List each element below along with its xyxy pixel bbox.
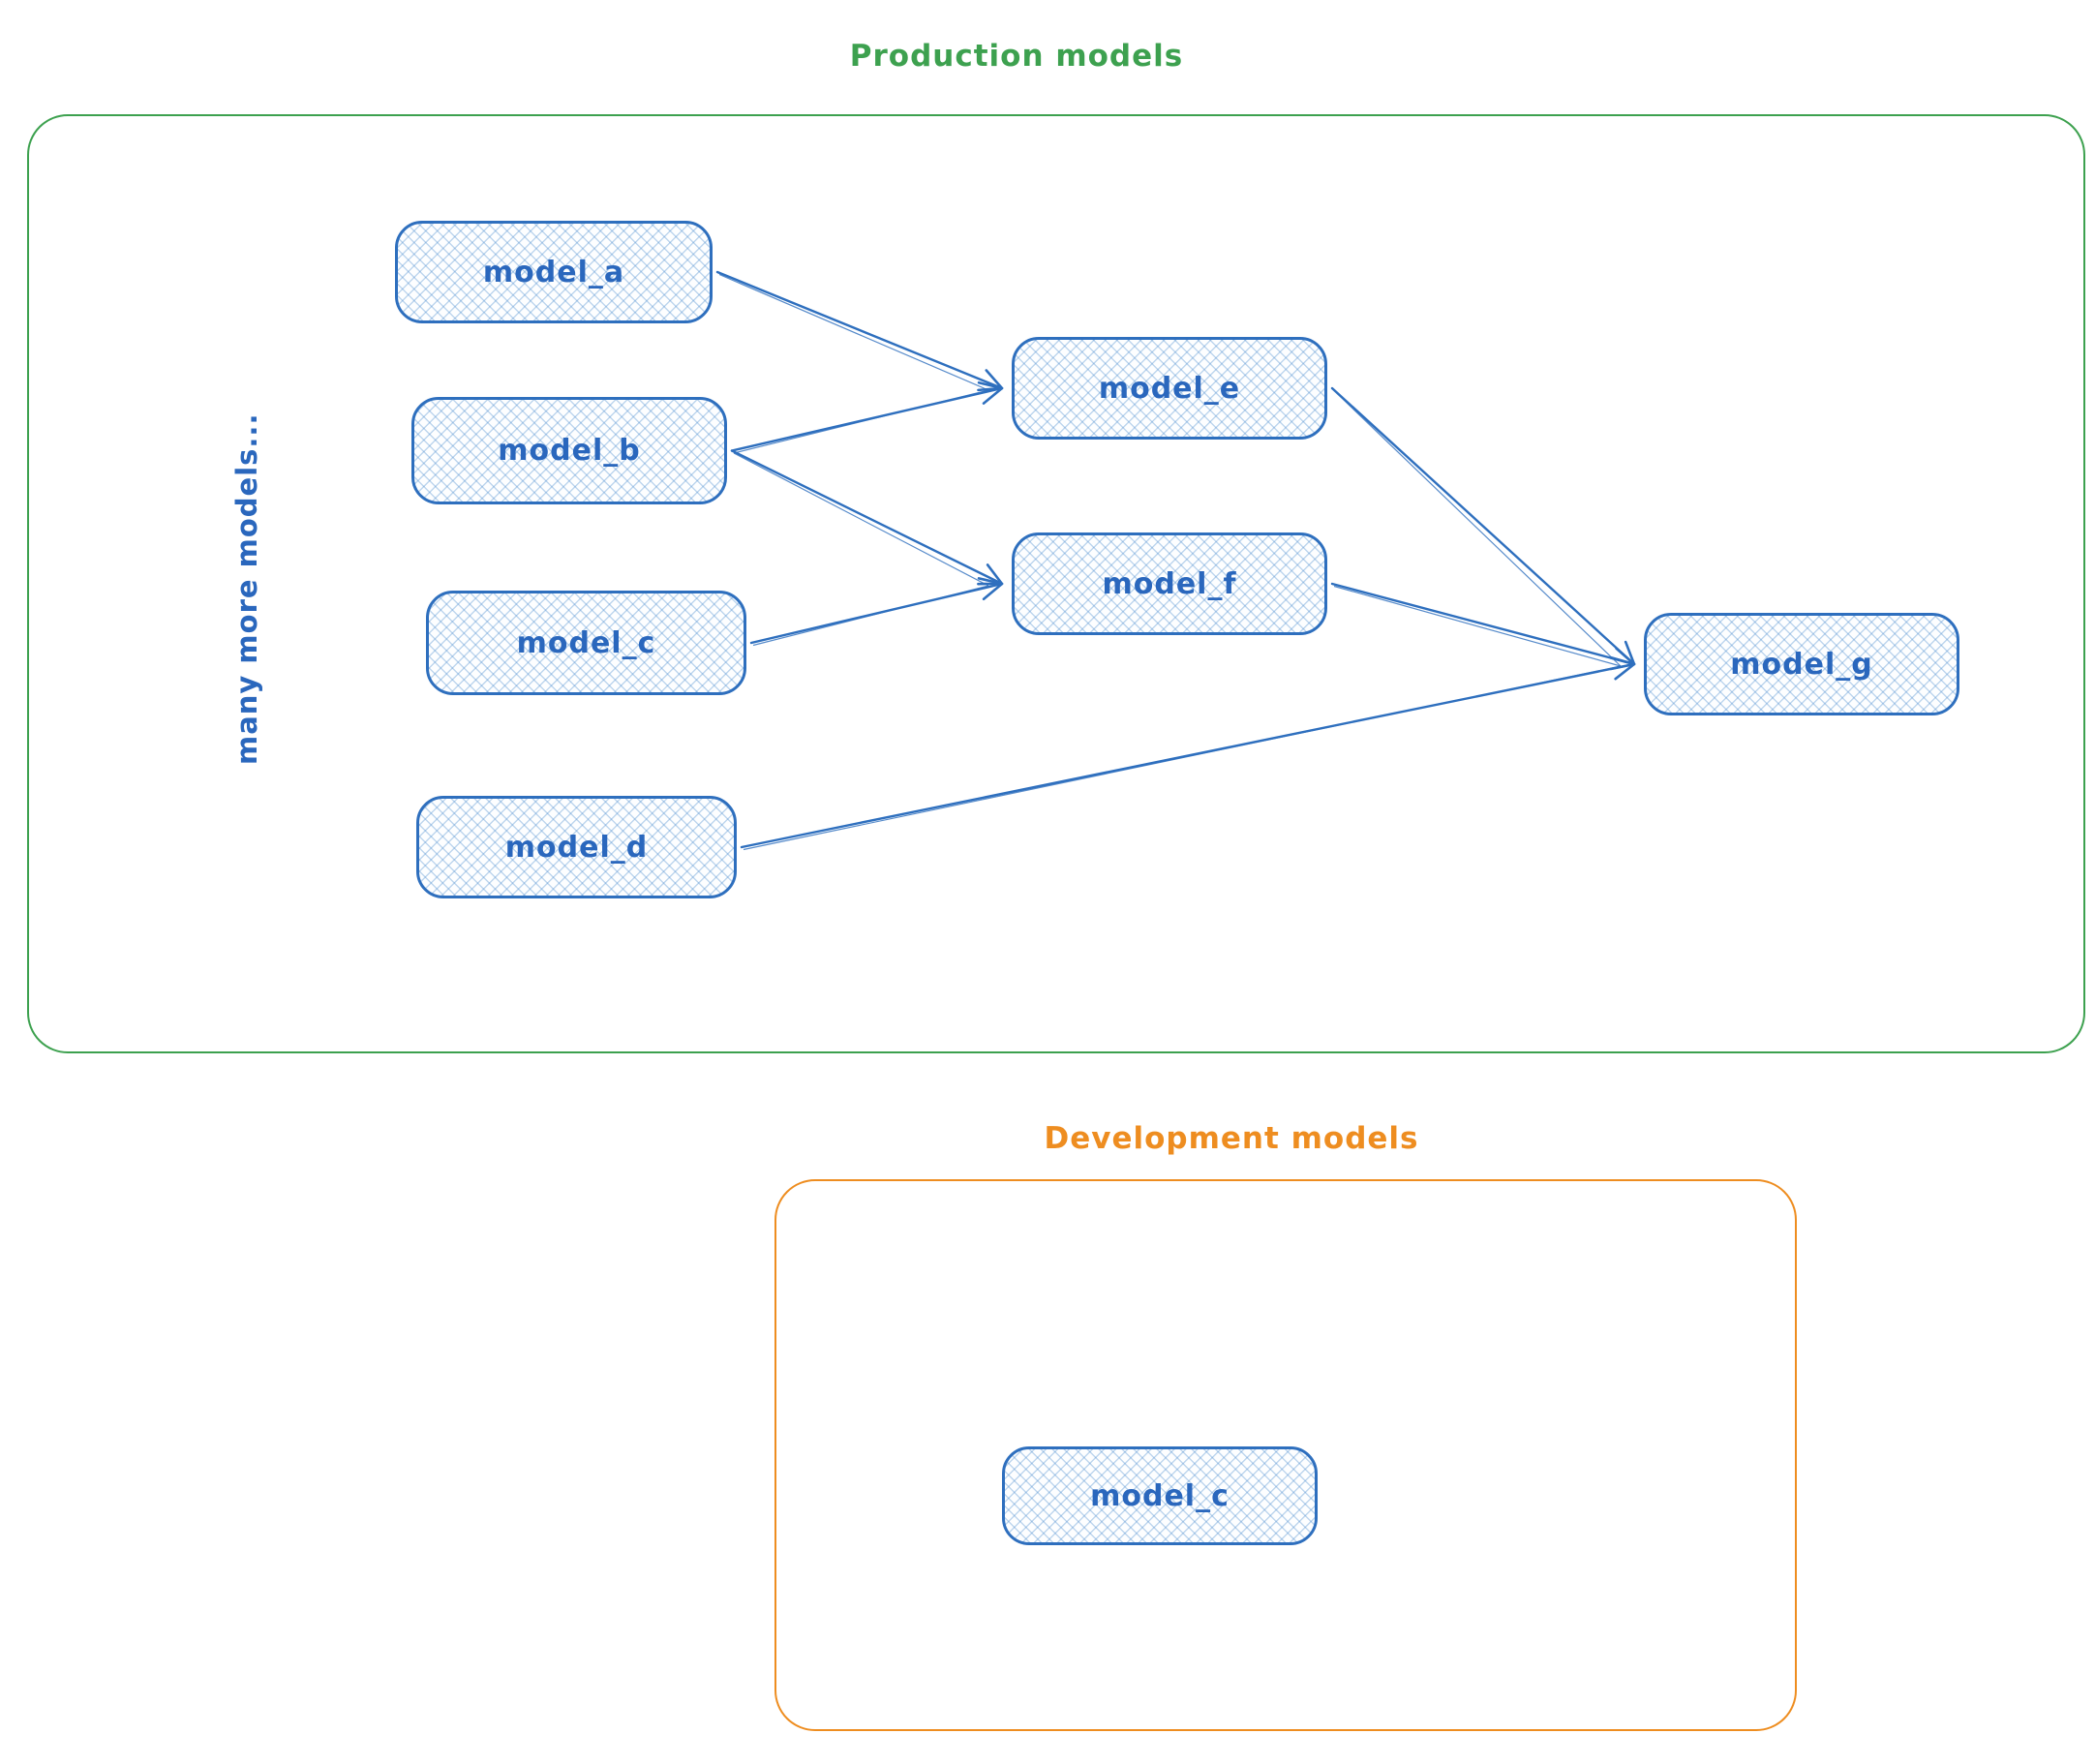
node-model-d: model_d: [416, 796, 737, 898]
node-model-c-development-label: model_c: [1090, 1478, 1230, 1513]
node-model-a-label: model_a: [482, 255, 625, 289]
development-group-box: [774, 1179, 1797, 1731]
node-model-g: model_g: [1644, 613, 1959, 715]
node-model-d-label: model_d: [504, 830, 649, 865]
node-model-f: model_f: [1012, 532, 1327, 635]
node-model-b-label: model_b: [498, 434, 641, 468]
node-model-c-label: model_c: [516, 625, 656, 660]
node-model-f-label: model_f: [1102, 566, 1237, 601]
node-model-c-development: model_c: [1002, 1446, 1318, 1545]
development-group-title: Development models: [1044, 1121, 1419, 1156]
node-model-e: model_e: [1012, 337, 1327, 440]
production-group-title: Production models: [849, 39, 1184, 74]
node-model-b: model_b: [411, 397, 727, 504]
node-model-e-label: model_e: [1098, 371, 1241, 406]
production-group-box: [27, 114, 2085, 1053]
node-model-g-label: model_g: [1730, 647, 1873, 682]
node-model-a: model_a: [395, 221, 713, 323]
many-more-models-note: many more models...: [230, 412, 263, 765]
node-model-c: model_c: [426, 591, 746, 695]
